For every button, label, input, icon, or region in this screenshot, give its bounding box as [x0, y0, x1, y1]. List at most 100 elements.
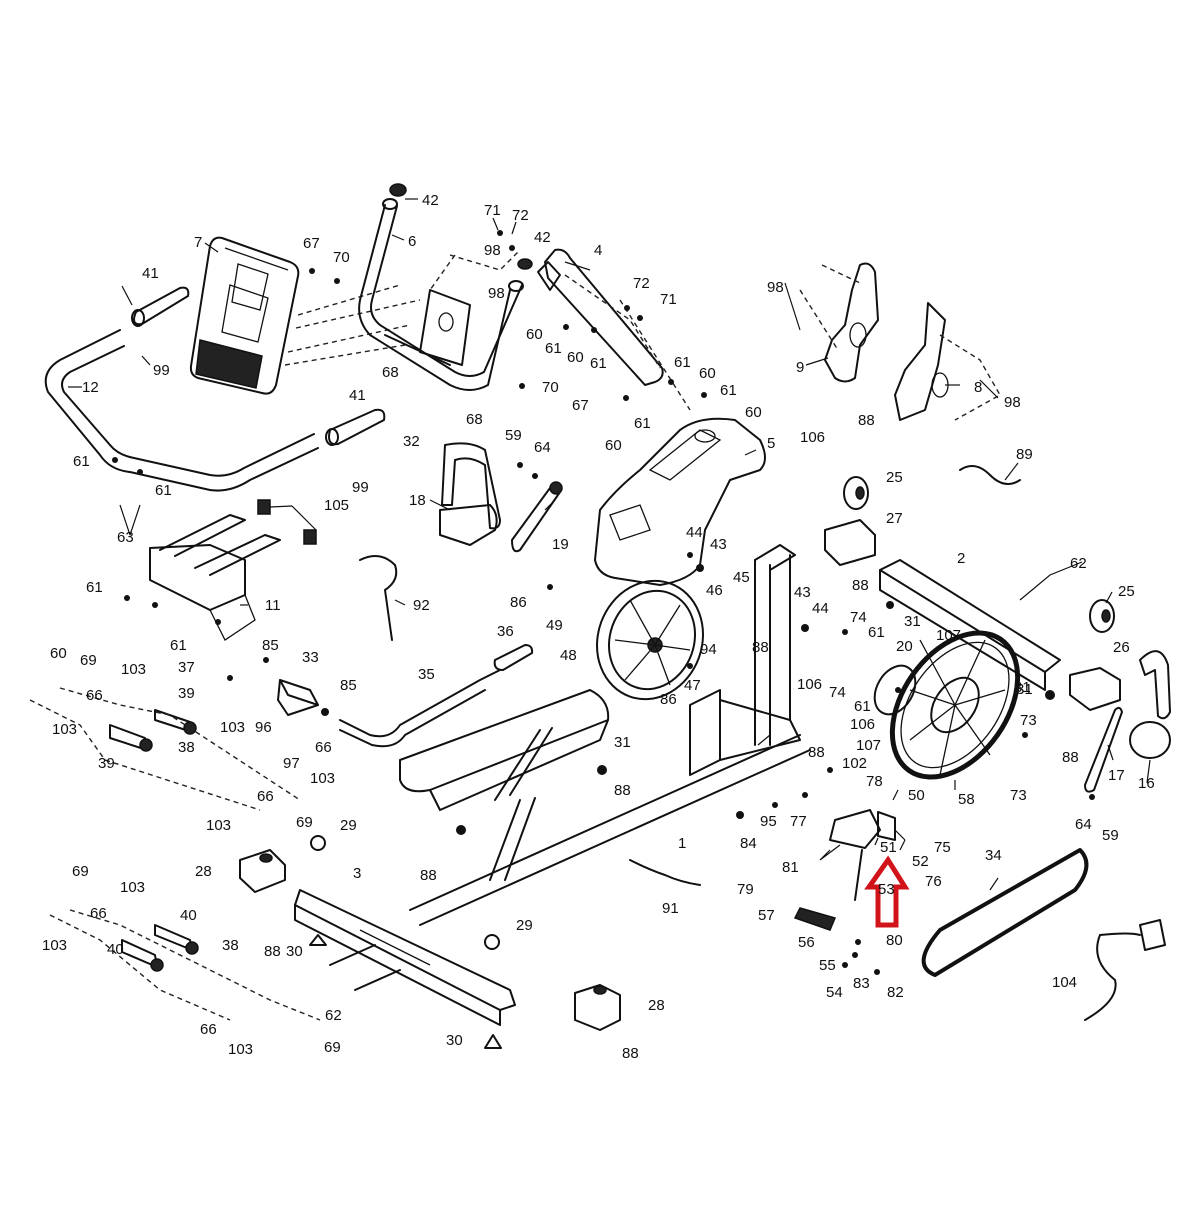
label-88e: 88 — [808, 744, 825, 761]
label-20: 20 — [896, 638, 913, 655]
label-27: 27 — [886, 510, 903, 527]
label-29a: 29 — [340, 817, 357, 834]
label-85b: 85 — [340, 677, 357, 694]
label-69b: 69 — [296, 814, 313, 831]
label-103d: 103 — [310, 770, 335, 787]
label-43a: 43 — [710, 536, 727, 553]
label-28a: 28 — [195, 863, 212, 880]
label-4: 4 — [594, 242, 602, 259]
label-64a: 64 — [534, 439, 551, 456]
label-34: 34 — [985, 847, 1002, 864]
main-frame-1 — [409, 734, 811, 926]
label-46: 46 — [706, 582, 723, 599]
label-39b: 39 — [98, 755, 115, 772]
label-35: 35 — [418, 666, 435, 683]
label-32: 32 — [403, 433, 420, 450]
label-75: 75 — [934, 839, 951, 856]
label-107b: 107 — [856, 737, 881, 754]
label-80: 80 — [886, 932, 903, 949]
label-82: 82 — [887, 984, 904, 1001]
label-105: 105 — [324, 497, 349, 514]
label-12: 12 — [82, 379, 99, 396]
label-99a: 99 — [153, 362, 170, 379]
label-54: 54 — [826, 984, 843, 1001]
label-49: 49 — [546, 617, 563, 634]
label-38b: 38 — [222, 937, 239, 954]
label-31a: 31 — [904, 613, 921, 630]
label-88b: 88 — [852, 577, 869, 594]
endcap-28a — [239, 849, 286, 893]
grip-41-left — [131, 286, 190, 327]
label-29b: 29 — [516, 917, 533, 934]
label-63: 63 — [117, 529, 134, 546]
bracket-16 — [1129, 650, 1171, 759]
label-59a: 59 — [505, 427, 522, 444]
seat-beam — [399, 689, 610, 881]
pedal-18 — [439, 442, 501, 546]
seat-carriage-11 — [149, 514, 281, 641]
label-94: 94 — [700, 641, 717, 658]
grip-41-right — [325, 408, 386, 446]
label-106c: 106 — [850, 716, 875, 733]
label-8: 8 — [974, 379, 982, 396]
label-66d: 66 — [90, 905, 107, 922]
highlight-arrow — [864, 855, 910, 928]
label-42b: 42 — [534, 229, 551, 246]
label-68a: 68 — [382, 364, 399, 381]
belt-34 — [921, 848, 1089, 977]
label-98d: 98 — [1004, 394, 1021, 411]
label-71b: 71 — [660, 291, 677, 308]
label-86b: 86 — [660, 691, 677, 708]
label-45: 45 — [733, 569, 750, 586]
label-61a: 61 — [545, 340, 562, 357]
label-62b: 62 — [325, 1007, 342, 1024]
label-61d: 61 — [720, 382, 737, 399]
label-30a: 30 — [286, 943, 303, 960]
label-55: 55 — [819, 957, 836, 974]
label-11: 11 — [265, 597, 281, 614]
axle-40b — [121, 939, 164, 972]
label-66e: 66 — [200, 1021, 217, 1038]
label-62a: 62 — [1070, 555, 1087, 572]
label-5: 5 — [767, 435, 775, 452]
label-31c: 31 — [614, 734, 631, 751]
label-16: 16 — [1138, 775, 1155, 792]
leader-lines — [68, 198, 1151, 891]
label-44b: 44 — [812, 600, 829, 617]
label-69c: 69 — [72, 863, 89, 880]
wheel-25-top — [843, 476, 869, 510]
magnet-57 — [793, 907, 837, 931]
label-47: 47 — [684, 677, 701, 694]
label-39a: 39 — [178, 685, 195, 702]
stabilizer-3 — [294, 889, 516, 1026]
label-70b: 70 — [542, 379, 559, 396]
label-86a: 86 — [510, 594, 527, 611]
crank-19 — [511, 481, 563, 553]
tube-33 — [277, 679, 319, 716]
wire-89 — [959, 465, 1021, 485]
label-88h: 88 — [264, 943, 281, 960]
label-9: 9 — [796, 359, 804, 376]
label-60f: 60 — [50, 645, 67, 662]
label-17: 17 — [1108, 767, 1125, 784]
axle-39b — [109, 724, 153, 752]
label-3: 3 — [353, 865, 361, 882]
part-labels: 42 6 71 72 42 4 98 98 7 67 70 41 99 12 7… — [42, 192, 1155, 1062]
label-95: 95 — [760, 813, 777, 830]
label-60e: 60 — [605, 437, 622, 454]
label-58: 58 — [958, 791, 975, 808]
upright-6 — [358, 183, 524, 391]
label-103b: 103 — [220, 719, 245, 736]
label-60c: 60 — [699, 365, 716, 382]
label-83: 83 — [853, 975, 870, 992]
label-26: 26 — [1113, 639, 1130, 656]
label-77: 77 — [790, 813, 807, 830]
label-42a: 42 — [422, 192, 439, 209]
leveler-29a — [310, 835, 326, 851]
flywheel-58 — [889, 630, 1021, 780]
label-106a: 106 — [800, 429, 825, 446]
label-98c: 98 — [767, 279, 784, 296]
handle-35 — [339, 669, 501, 748]
label-73a: 73 — [1020, 712, 1037, 729]
